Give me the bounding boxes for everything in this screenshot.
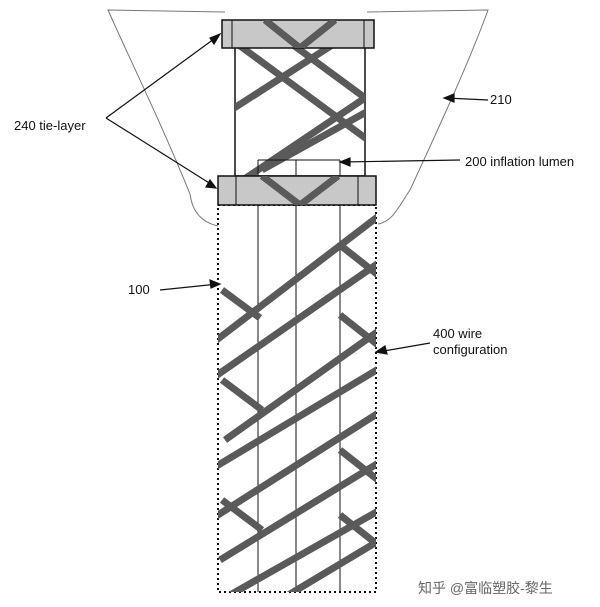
upper-tube [234,45,366,177]
watermark: 知乎 @富临塑胶-黎生 [418,580,553,596]
label-tie-layer: 240 tie-layer [14,118,86,133]
label-shaft: 100 [128,282,150,297]
tie-layer-bottom [217,175,377,206]
catheter-shaft [217,204,377,593]
label-wire-line1: 400 wire [433,326,483,341]
label-inflation-lumen: 200 inflation lumen [465,154,575,169]
balloon-outline [107,9,489,227]
inflation-lumen [257,159,341,592]
tie-layer-top [221,19,375,49]
leader-arrows [105,32,489,355]
label-balloon: 210 [490,92,512,107]
label-wire-line2: configuration [433,342,508,357]
